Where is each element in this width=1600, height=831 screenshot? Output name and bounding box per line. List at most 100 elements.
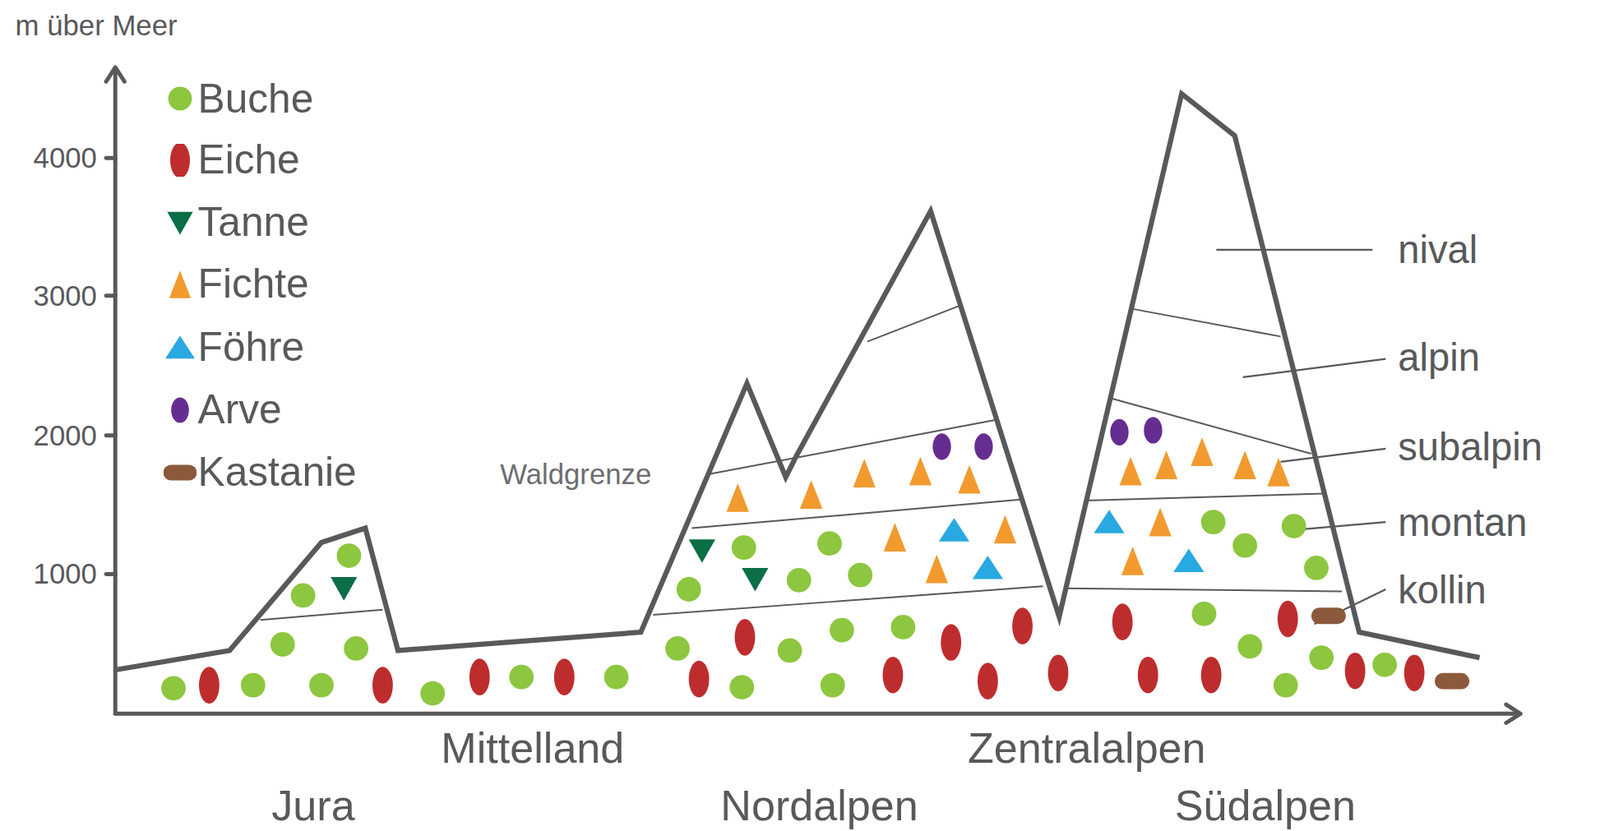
circle-symbol bbox=[1273, 673, 1299, 699]
axis-title: m über Meer bbox=[15, 11, 178, 41]
legend-label: Föhre bbox=[198, 327, 306, 369]
oval-symbol bbox=[1012, 607, 1033, 645]
legend-label: Tanne bbox=[198, 202, 310, 244]
mountain-profile bbox=[115, 93, 1480, 671]
legend-swatch bbox=[163, 268, 197, 301]
circle-symbol bbox=[161, 675, 186, 701]
legend-swatch bbox=[163, 393, 197, 427]
circle-symbol bbox=[1192, 601, 1217, 627]
axis-tick: 1000 bbox=[33, 559, 98, 589]
legend-label: Buche bbox=[198, 78, 315, 121]
circle-symbol bbox=[420, 681, 445, 707]
oval-symbol bbox=[1277, 601, 1299, 639]
axes bbox=[106, 67, 1521, 724]
small-oval-symbol bbox=[1109, 419, 1129, 446]
region-label: Zentralalpen bbox=[967, 726, 1207, 770]
circle-symbol bbox=[777, 638, 803, 664]
circle-symbol bbox=[1281, 513, 1307, 539]
up-tri-symbol bbox=[994, 514, 1017, 544]
oval-symbol bbox=[372, 666, 394, 704]
circle-symbol bbox=[1308, 645, 1334, 671]
down-tri-symbol bbox=[166, 211, 193, 235]
circle-symbol bbox=[729, 675, 754, 700]
oval-symbol bbox=[469, 658, 491, 696]
up-tri-symbol bbox=[1155, 450, 1178, 480]
oval-symbol bbox=[1201, 656, 1222, 694]
circle-symbol bbox=[343, 636, 369, 662]
zone-label: nival bbox=[1397, 230, 1478, 269]
pill-symbol bbox=[1311, 607, 1346, 625]
circle-symbol bbox=[676, 577, 702, 602]
up-tri-symbol bbox=[1119, 457, 1142, 486]
circle-symbol bbox=[1237, 634, 1263, 660]
circle-symbol bbox=[847, 563, 873, 588]
region-label: Südalpen bbox=[1174, 784, 1356, 828]
legend-row: Fichte bbox=[163, 263, 310, 306]
circle-symbol bbox=[890, 615, 916, 640]
up-tri-symbol bbox=[853, 458, 876, 488]
axis-tick: 3000 bbox=[33, 282, 98, 311]
legend-row: Eiche bbox=[163, 139, 301, 181]
circle-symbol bbox=[1201, 509, 1226, 535]
up-tri-symbol bbox=[1267, 457, 1290, 487]
circle-symbol bbox=[270, 632, 296, 657]
small-oval-symbol bbox=[171, 397, 190, 423]
oval-symbol bbox=[977, 662, 999, 700]
legend-row: Arve bbox=[163, 389, 283, 431]
circle-symbol bbox=[817, 531, 842, 556]
up-tri-symbol bbox=[925, 554, 948, 584]
zone-label: subalpin bbox=[1397, 427, 1543, 467]
up-tri-symbol bbox=[1233, 450, 1256, 480]
legend-swatch bbox=[163, 143, 197, 177]
small-oval-symbol bbox=[974, 433, 993, 460]
wide-tri-symbol bbox=[1173, 548, 1204, 573]
up-tri-symbol bbox=[1148, 508, 1171, 537]
circle-symbol bbox=[508, 665, 534, 690]
wide-tri-symbol bbox=[938, 517, 970, 542]
zone-label: kollin bbox=[1397, 570, 1486, 610]
oval-symbol bbox=[198, 666, 220, 704]
zone-label: montan bbox=[1397, 503, 1527, 542]
oval-symbol bbox=[1345, 652, 1366, 690]
wide-tri-symbol bbox=[1093, 509, 1124, 534]
circle-symbol bbox=[820, 673, 846, 699]
legend-row: Tanne bbox=[163, 202, 310, 244]
axis-tick: 2000 bbox=[33, 421, 98, 451]
oval-symbol bbox=[170, 143, 190, 177]
up-tri-symbol bbox=[800, 480, 823, 509]
legend-row: Föhre bbox=[163, 327, 306, 369]
circle-symbol bbox=[309, 673, 334, 699]
legend-swatch bbox=[163, 456, 197, 490]
pill-symbol bbox=[163, 464, 197, 481]
oval-symbol bbox=[554, 658, 575, 696]
up-tri-symbol bbox=[726, 483, 750, 513]
circle-symbol bbox=[291, 583, 316, 609]
circle-symbol bbox=[337, 543, 362, 569]
down-tri-symbol bbox=[330, 577, 357, 602]
small-oval-symbol bbox=[932, 433, 951, 460]
legend-swatch bbox=[163, 331, 197, 365]
circle-symbol bbox=[829, 618, 855, 643]
circle-symbol bbox=[665, 636, 690, 662]
oval-symbol bbox=[883, 656, 904, 694]
wide-tri-symbol bbox=[165, 336, 195, 360]
legend-label: Eiche bbox=[198, 139, 301, 181]
circle-symbol bbox=[1304, 555, 1329, 581]
legend-row: Buche bbox=[163, 78, 315, 121]
treeline-label: Waldgrenze bbox=[499, 460, 652, 490]
circle-symbol bbox=[604, 665, 629, 690]
axis-tick: 4000 bbox=[33, 143, 98, 173]
oval-symbol bbox=[1404, 654, 1425, 692]
oval-symbol bbox=[1048, 654, 1069, 692]
up-tri-symbol bbox=[1190, 437, 1213, 467]
oval-symbol bbox=[735, 619, 756, 657]
circle-symbol bbox=[786, 568, 812, 593]
circle-symbol bbox=[240, 673, 266, 699]
leader-lines bbox=[1216, 249, 1386, 625]
wide-tri-symbol bbox=[972, 555, 1004, 580]
circle-symbol bbox=[1232, 533, 1258, 559]
oval-symbol bbox=[1112, 603, 1133, 641]
pill-symbol bbox=[1434, 673, 1470, 690]
small-oval-symbol bbox=[1143, 416, 1162, 444]
zone-lines bbox=[259, 305, 1342, 620]
